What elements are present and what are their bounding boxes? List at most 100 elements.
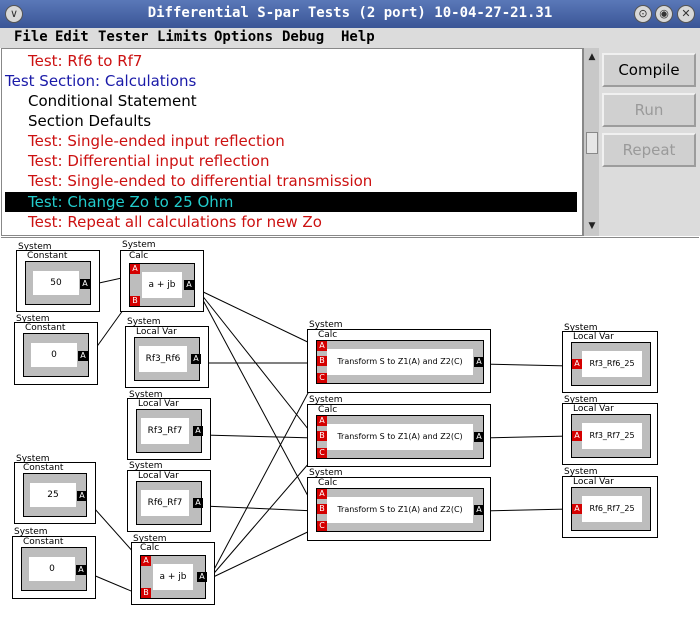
port-a[interactable]: A bbox=[572, 504, 582, 514]
port-a[interactable]: A bbox=[572, 359, 582, 369]
port-c[interactable]: C bbox=[317, 448, 327, 458]
close-icon[interactable]: ✕ bbox=[677, 5, 695, 23]
port-a[interactable]: A bbox=[80, 279, 90, 289]
list-scrollbar[interactable]: ▲ ▼ bbox=[583, 48, 599, 236]
local-var-block[interactable]: Local Var Rf3_Rf7 A bbox=[127, 398, 211, 460]
local-var-block[interactable]: Local Var Rf6_Rf7_25 A bbox=[562, 476, 658, 538]
run-button[interactable]: Run bbox=[602, 93, 696, 127]
test-tree-list[interactable]: Test: Rf6 to Rf7 Test Section: Calculati… bbox=[1, 48, 583, 236]
local-var-name: Rf3_Rf7_25 bbox=[582, 423, 642, 449]
constant-body: 50 A bbox=[25, 261, 91, 305]
port-a[interactable]: A bbox=[474, 505, 484, 515]
port-b[interactable]: B bbox=[141, 588, 151, 598]
port-a[interactable]: A bbox=[141, 556, 151, 566]
menu-limits[interactable]: Limits bbox=[157, 29, 208, 45]
system-label: System bbox=[16, 454, 50, 464]
menu-tester[interactable]: Tester bbox=[98, 29, 149, 45]
port-a[interactable]: A bbox=[193, 426, 203, 436]
wire bbox=[196, 288, 317, 347]
transform-block[interactable]: Calc Transform S to Z1(A) and Z2(C) A B … bbox=[307, 404, 491, 467]
scroll-down-icon[interactable]: ▼ bbox=[588, 221, 596, 231]
menu-bar: File Edit Tester Limits Options Debug He… bbox=[0, 28, 700, 48]
list-item[interactable]: Test: Single-ended to differential trans… bbox=[28, 172, 373, 190]
scroll-up-icon[interactable]: ▲ bbox=[588, 52, 596, 62]
port-a[interactable]: A bbox=[78, 351, 88, 361]
local-var-name: Rf3_Rf6_25 bbox=[582, 351, 642, 377]
list-item[interactable]: Test Section: Calculations bbox=[5, 72, 197, 90]
calc-block[interactable]: Calc a + jb A B A bbox=[120, 250, 204, 312]
port-b[interactable]: B bbox=[317, 431, 327, 441]
port-a[interactable]: A bbox=[130, 264, 140, 274]
system-label: System bbox=[564, 323, 598, 333]
port-a[interactable]: A bbox=[76, 565, 86, 575]
local-var-label: Local Var bbox=[573, 404, 614, 414]
local-var-block[interactable]: Local Var Rf3_Rf6 A bbox=[125, 326, 209, 388]
constant-value: 0 bbox=[31, 343, 77, 367]
constant-block[interactable]: Constant 0 A bbox=[12, 536, 96, 599]
list-item[interactable]: Test: Repeat all calculations for new Zo bbox=[28, 213, 322, 231]
local-var-block[interactable]: Local Var Rf3_Rf7_25 A bbox=[562, 403, 658, 465]
constant-block[interactable]: Constant 25 A bbox=[14, 462, 96, 524]
system-label: System bbox=[564, 395, 598, 405]
port-a[interactable]: A bbox=[77, 491, 87, 501]
list-item[interactable]: Conditional Statement bbox=[28, 92, 197, 110]
maximize-icon[interactable]: ◉ bbox=[655, 5, 673, 23]
system-label: System bbox=[18, 242, 52, 252]
port-a[interactable]: A bbox=[191, 354, 201, 364]
constant-value: 0 bbox=[29, 557, 75, 581]
compile-button[interactable]: Compile bbox=[602, 53, 696, 87]
local-var-name: Rf3_Rf7 bbox=[141, 418, 189, 444]
constant-block[interactable]: Constant 50 A bbox=[16, 250, 100, 312]
local-var-name: Rf6_Rf7 bbox=[141, 490, 189, 516]
list-item[interactable]: Test: Differential input reflection bbox=[28, 152, 270, 170]
port-a[interactable]: A bbox=[317, 489, 327, 499]
port-a[interactable]: A bbox=[474, 432, 484, 442]
port-c[interactable]: C bbox=[317, 373, 327, 383]
port-a[interactable]: A bbox=[474, 357, 484, 367]
local-var-name: Rf6_Rf7_25 bbox=[582, 496, 642, 522]
calc-label: Calc bbox=[140, 543, 160, 553]
menu-edit[interactable]: Edit bbox=[55, 29, 89, 45]
menu-debug[interactable]: Debug bbox=[282, 29, 325, 45]
local-var-label: Local Var bbox=[136, 327, 177, 337]
list-item[interactable]: Test: Single-ended input reflection bbox=[28, 132, 285, 150]
local-var-block[interactable]: Local Var Rf6_Rf7 A bbox=[127, 470, 211, 532]
calc-body: a + jb A B A bbox=[140, 555, 207, 599]
transform-block[interactable]: Calc Transform S to Z1(A) and Z2(C) A B … bbox=[307, 329, 491, 393]
scroll-thumb[interactable] bbox=[586, 132, 598, 154]
port-a[interactable]: A bbox=[193, 498, 203, 508]
port-a[interactable]: A bbox=[197, 572, 207, 582]
calc-body: a + jb A B A bbox=[129, 263, 195, 307]
port-b[interactable]: B bbox=[317, 356, 327, 366]
port-c[interactable]: C bbox=[317, 521, 327, 531]
calc-block[interactable]: Calc a + jb A B A bbox=[131, 542, 215, 605]
system-label: System bbox=[309, 320, 343, 330]
flow-diagram-canvas[interactable]: System Constant 50 A System Constant 0 A… bbox=[1, 237, 699, 617]
local-var-block[interactable]: Local Var Rf3_Rf6_25 A bbox=[562, 331, 658, 393]
minimize-icon[interactable]: ⊙ bbox=[634, 5, 652, 23]
wire bbox=[480, 435, 572, 439]
local-var-name: Rf3_Rf6 bbox=[139, 346, 187, 372]
port-a[interactable]: A bbox=[184, 280, 194, 290]
window-menu-icon[interactable]: ∨ bbox=[5, 5, 23, 23]
constant-block[interactable]: Constant 0 A bbox=[14, 322, 98, 385]
transform-body: Transform S to Z1(A) and Z2(C) A B C A bbox=[316, 488, 484, 532]
local-var-label: Local Var bbox=[138, 471, 179, 481]
port-a[interactable]: A bbox=[317, 341, 327, 351]
list-item[interactable]: Section Defaults bbox=[28, 112, 152, 130]
port-a[interactable]: A bbox=[572, 431, 582, 441]
list-item[interactable]: Test: Rf6 to Rf7 bbox=[28, 52, 143, 70]
port-a[interactable]: A bbox=[317, 416, 327, 426]
title-bar: ∨ Differential S-par Tests (2 port) 10-0… bbox=[0, 0, 700, 28]
menu-options[interactable]: Options bbox=[214, 29, 274, 45]
menu-help[interactable]: Help bbox=[341, 29, 375, 45]
menu-file[interactable]: File bbox=[14, 29, 48, 45]
transform-block[interactable]: Calc Transform S to Z1(A) and Z2(C) A B … bbox=[307, 477, 491, 541]
local-var-label: Local Var bbox=[138, 399, 179, 409]
list-item-selected[interactable]: Test: Change Zo to 25 Ohm bbox=[5, 192, 577, 212]
repeat-button[interactable]: Repeat bbox=[602, 133, 696, 167]
wire bbox=[196, 288, 317, 512]
port-b[interactable]: B bbox=[130, 296, 140, 306]
local-var-label: Local Var bbox=[573, 477, 614, 487]
port-b[interactable]: B bbox=[317, 504, 327, 514]
